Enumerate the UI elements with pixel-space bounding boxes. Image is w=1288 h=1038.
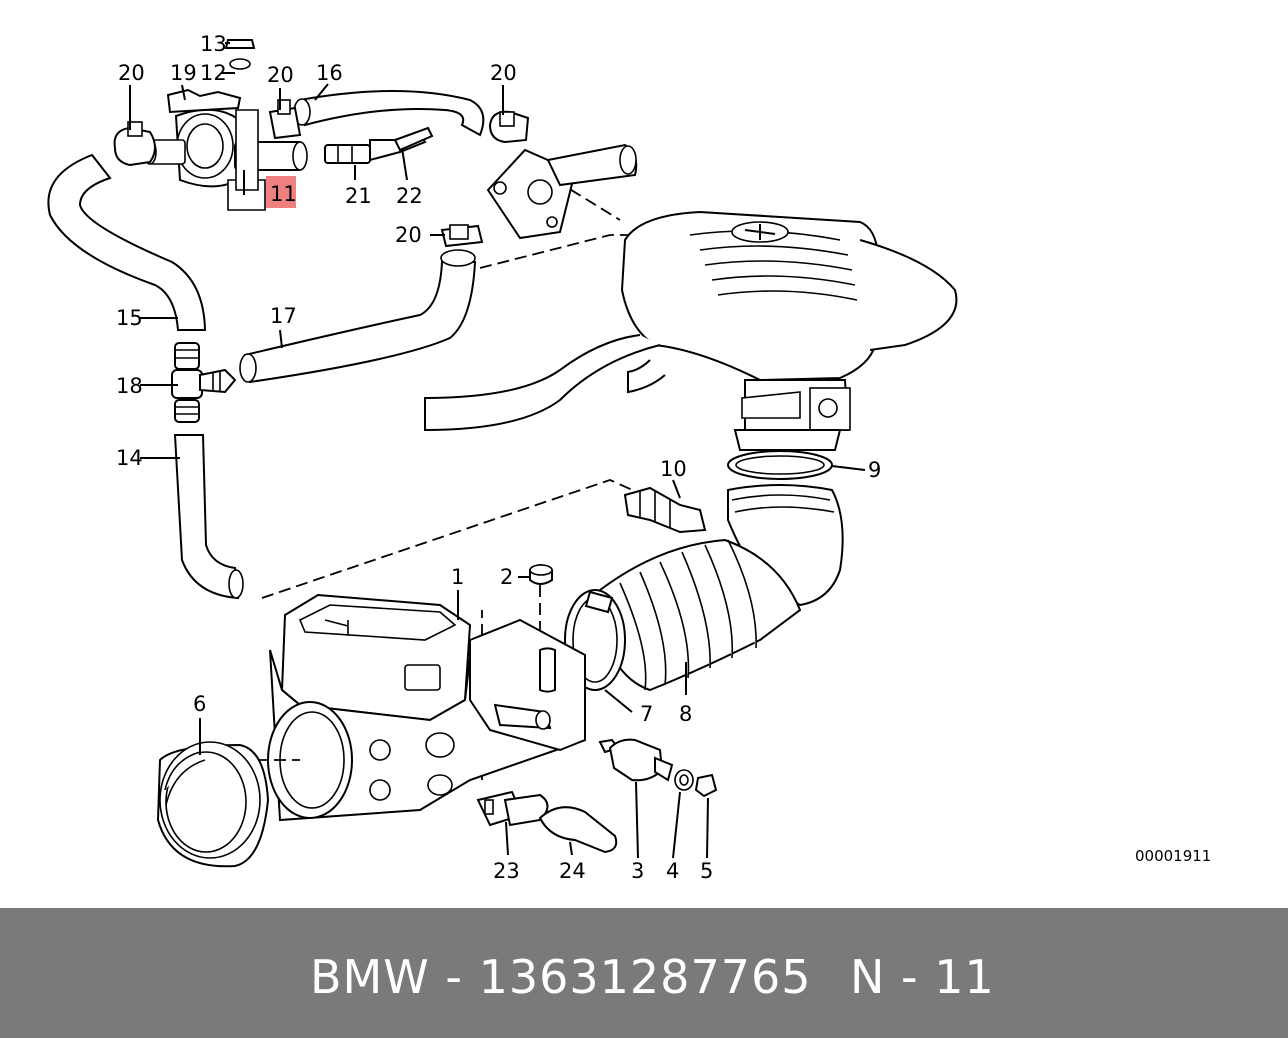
label-7: 7 xyxy=(640,702,653,726)
connector-23-boot-24 xyxy=(476,790,618,854)
label-16: 16 xyxy=(316,61,343,85)
label-5: 5 xyxy=(700,859,713,883)
part-number-banner: BMW - 13631287765 N - 11 xyxy=(0,908,1288,1038)
label-9: 9 xyxy=(868,458,881,482)
intake-bellows-8 xyxy=(598,538,802,692)
position-text: N - 11 xyxy=(850,950,995,1004)
label-12: 12 xyxy=(200,61,227,85)
label-22: 22 xyxy=(396,184,423,208)
label-21: 21 xyxy=(345,184,372,208)
highlight-box xyxy=(266,176,296,208)
part-labels: 20 19 12 13 20 16 20 11 21 22 20 15 17 1… xyxy=(116,32,1211,883)
connector-21-22 xyxy=(324,126,434,164)
label-3: 3 xyxy=(631,859,644,883)
label-4: 4 xyxy=(666,859,679,883)
label-23: 23 xyxy=(493,859,520,883)
label-11: 11 xyxy=(270,182,297,206)
part-number-text: BMW - 13631287765 xyxy=(310,950,812,1004)
label-17: 17 xyxy=(270,304,297,328)
leader-lines xyxy=(129,42,866,859)
label-18: 18 xyxy=(116,374,143,398)
clamps-20 xyxy=(113,99,530,248)
label-15: 15 xyxy=(116,306,143,330)
intake-manifold xyxy=(424,210,958,451)
label-10: 10 xyxy=(660,457,687,481)
label-8: 8 xyxy=(679,702,692,726)
ring-6 xyxy=(156,741,270,868)
valve-assembly xyxy=(143,39,308,211)
manifold-flange xyxy=(486,143,638,240)
connector-10 xyxy=(623,486,707,534)
label-13: 13 xyxy=(200,32,227,56)
label-1: 1 xyxy=(451,565,464,589)
sensor-3-washer-nut xyxy=(598,738,718,798)
label-20: 20 xyxy=(118,61,145,85)
hose-16 xyxy=(293,90,485,137)
hose-15-14 xyxy=(47,153,244,600)
exploded-view-drawing: 20 19 12 13 20 16 20 11 21 22 20 15 17 1… xyxy=(47,32,1211,883)
label-14: 14 xyxy=(116,446,143,470)
label-20: 20 xyxy=(490,61,517,85)
air-flow-meter-1 xyxy=(220,593,586,822)
label-2: 2 xyxy=(500,565,513,589)
label-24: 24 xyxy=(559,859,586,883)
clamp-9-and-boot xyxy=(727,450,844,607)
parts-diagram: 20 19 12 13 20 16 20 11 21 22 20 15 17 1… xyxy=(47,32,1212,883)
cap-2 xyxy=(529,564,553,585)
label-20: 20 xyxy=(395,223,422,247)
label-19: 19 xyxy=(170,61,197,85)
reference-code: 00001911 xyxy=(1135,847,1211,865)
label-6: 6 xyxy=(193,692,206,716)
label-20: 20 xyxy=(267,63,294,87)
hose-17 xyxy=(239,249,477,384)
